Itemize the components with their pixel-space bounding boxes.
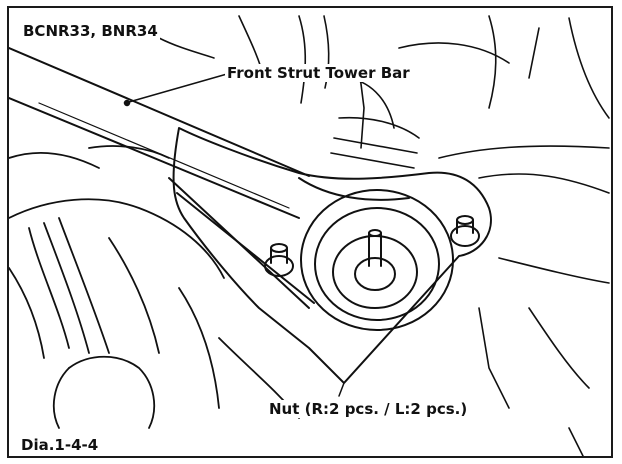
left-components <box>9 145 300 429</box>
nut-label: Nut (R:2 pcs. / L:2 pcs.) <box>267 400 470 418</box>
engine-bay-sketch <box>158 15 610 456</box>
figure-id-label: Dia.1-4-4 <box>19 436 101 454</box>
strut-tower-bar-illustration <box>9 15 610 456</box>
leader-lines <box>123 73 345 397</box>
strut-top-mount <box>300 189 454 331</box>
model-label: BCNR33, BNR34 <box>21 22 160 40</box>
diagram-frame: BCNR33, BNR34 Front Strut Tower Bar Nut … <box>7 6 613 458</box>
strut-bar-label: Front Strut Tower Bar <box>225 64 412 82</box>
nut-right <box>450 215 480 247</box>
nut-left <box>264 243 294 277</box>
mount-bracket <box>168 127 492 384</box>
